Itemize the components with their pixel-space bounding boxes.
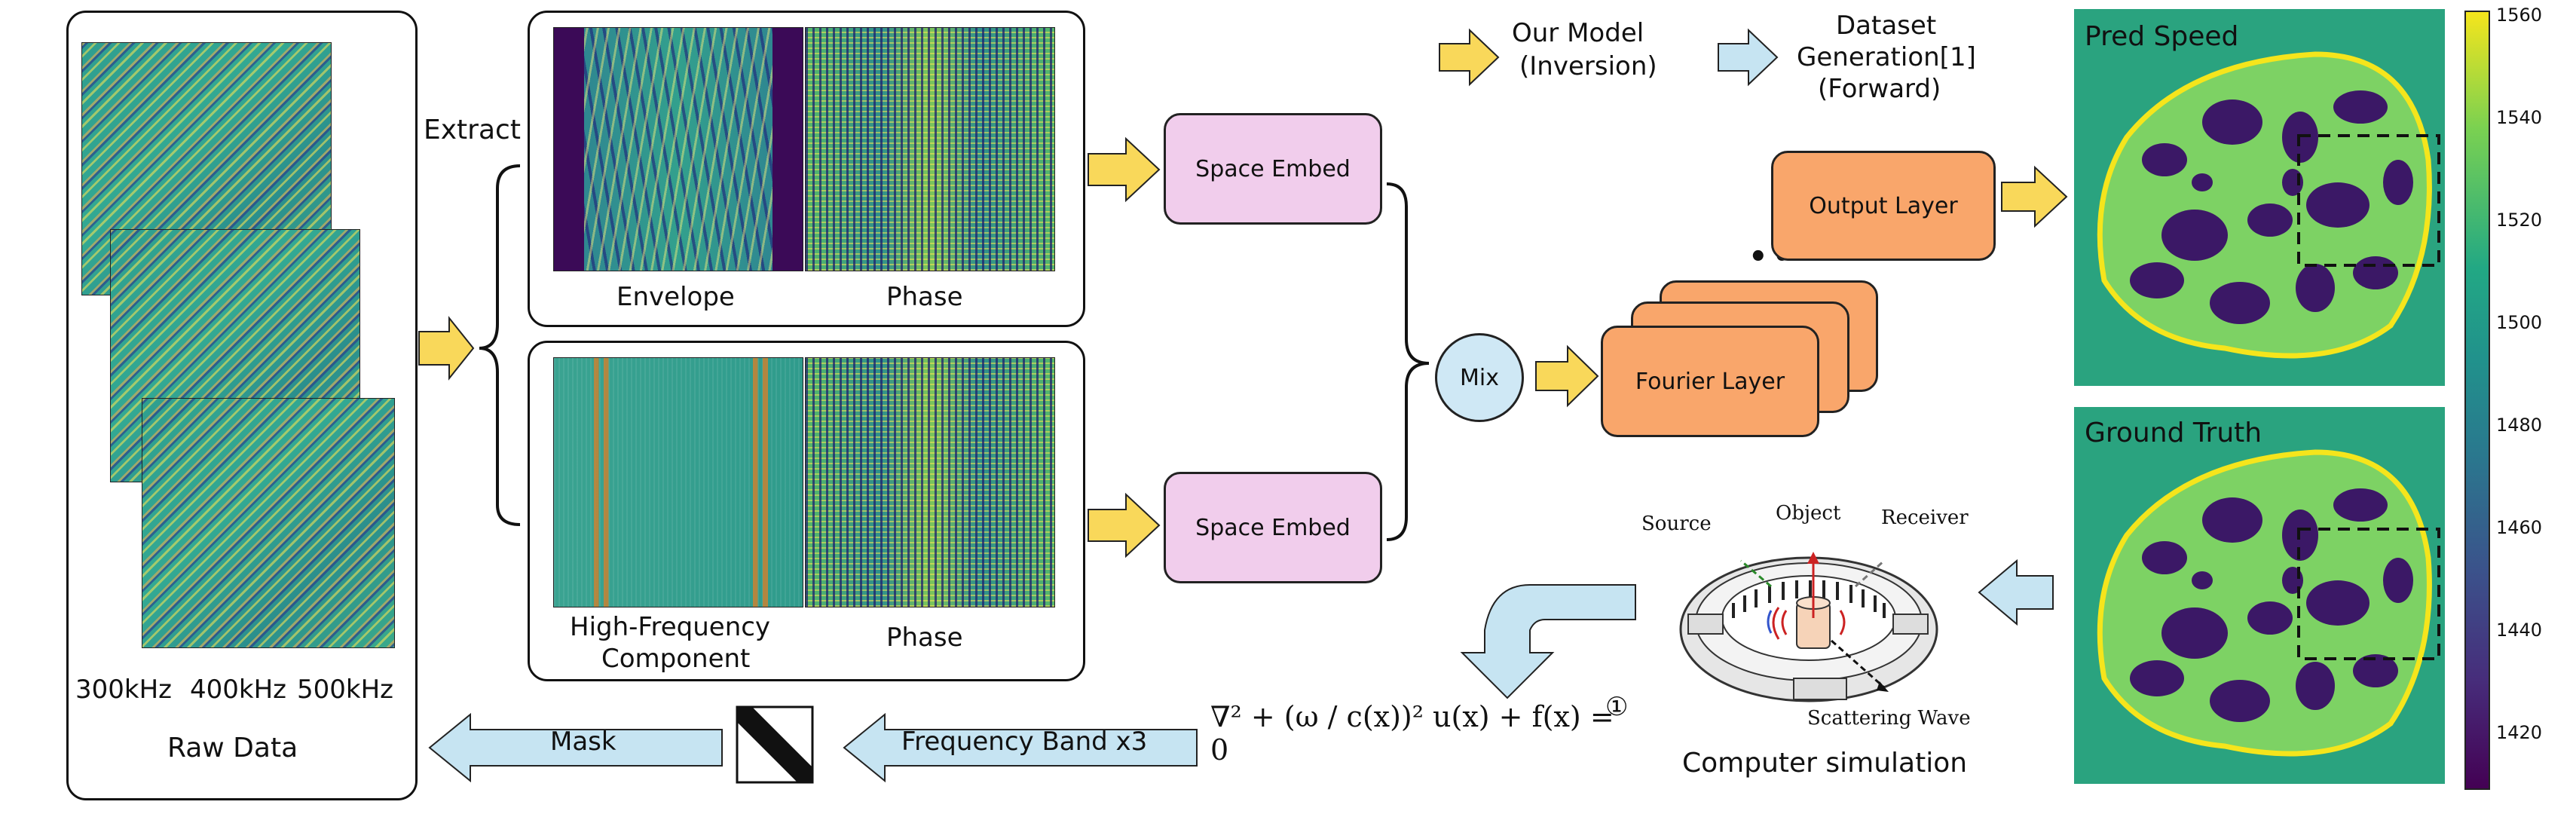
envelope-caption: Envelope: [616, 282, 735, 312]
ground-truth-image: Ground Truth: [2074, 407, 2445, 784]
mix-node: Mix: [1435, 333, 1524, 422]
extract-bracket: [418, 164, 521, 526]
equation-marker: ①: [1605, 692, 1629, 722]
blue-curved-arrow: [1460, 584, 1636, 699]
raw-heatmap-500khz: [142, 398, 395, 648]
mask-icon: [736, 705, 814, 784]
legend-our-model-line1: Our Model: [1512, 18, 1644, 48]
phase-heatmap-bottom: [805, 357, 1055, 607]
colorbar-tick-1440: 1440: [2496, 620, 2543, 641]
frequency-band-label: Frequency Band x3: [901, 727, 1148, 757]
pred-speed-image: Pred Speed: [2074, 9, 2445, 386]
pred-speed-title: Pred Speed: [2085, 21, 2239, 52]
colorbar-tick-1500: 1500: [2496, 312, 2543, 333]
fourier-layer: Fourier Layer: [1601, 326, 1819, 437]
freq-label-500khz: 500kHz: [297, 675, 393, 705]
freq-label-300khz: 300kHz: [75, 675, 172, 705]
output-layer: Output Layer: [1771, 151, 1996, 261]
yellow-arrow-extract: [418, 316, 475, 381]
colorbar-tick-1480: 1480: [2496, 415, 2543, 436]
legend-blue-arrow: [1718, 28, 1779, 87]
extract-label: Extract: [424, 115, 521, 145]
yellow-arrow-to-space-embed-bottom: [1088, 492, 1161, 558]
legend-dataset-line2: Generation[1]: [1797, 42, 1976, 72]
blue-arrow-gt-to-sim: [1978, 558, 2054, 626]
space-embed-bottom: Space Embed: [1164, 472, 1382, 583]
mix-label: Mix: [1460, 364, 1499, 391]
raw-data-title: Raw Data: [167, 733, 298, 764]
yellow-arrow-mix-to-fourier: [1535, 344, 1599, 408]
sim-label-object: Object: [1776, 502, 1841, 525]
legend-our-model-line2: (Inversion): [1519, 51, 1657, 81]
legend-dataset-line1: Dataset: [1836, 11, 1937, 41]
legend-yellow-arrow: [1439, 28, 1500, 87]
mask-arrow: [428, 712, 723, 783]
colorbar-tick-1420: 1420: [2496, 722, 2543, 743]
hf-caption-line2: Component: [601, 644, 751, 674]
phase-caption-bottom: Phase: [886, 623, 963, 653]
equation: ∇² + (ω / c(x))² u(x) + f(x) = 0: [1210, 699, 1640, 767]
sim-label-scattering: Scattering Wave: [1807, 707, 1971, 730]
legend-dataset-line3: (Forward): [1818, 74, 1941, 104]
colorbar-tick-1560: 1560: [2496, 5, 2543, 26]
yellow-arrow-to-space-embed-top: [1088, 136, 1161, 203]
mask-label: Mask: [550, 727, 616, 757]
yellow-arrow-output-to-pred: [2001, 165, 2068, 228]
colorbar: [2464, 11, 2490, 790]
space-embed-top: Space Embed: [1164, 113, 1382, 225]
envelope-heatmap: [553, 27, 803, 271]
phase-caption-top: Phase: [886, 282, 963, 312]
phase-heatmap-top: [805, 27, 1055, 271]
frequency-band-arrow: [843, 712, 1198, 783]
colorbar-tick-1540: 1540: [2496, 107, 2543, 128]
mix-bracket: [1386, 182, 1430, 541]
simulation-device: [1679, 552, 1938, 702]
sim-label-receiver: Receiver: [1881, 506, 1969, 529]
sim-label-source: Source: [1641, 513, 1712, 535]
hf-caption-line1: High-Frequency: [570, 612, 771, 642]
colorbar-tick-1520: 1520: [2496, 210, 2543, 231]
sim-title: Computer simulation: [1682, 748, 1968, 779]
ground-truth-title: Ground Truth: [2085, 418, 2262, 448]
freq-label-400khz: 400kHz: [190, 675, 286, 705]
high-frequency-heatmap: [553, 357, 803, 607]
colorbar-tick-1460: 1460: [2496, 517, 2543, 538]
equation-text: ∇² + (ω / c(x))² u(x) + f(x) = 0: [1210, 700, 1614, 767]
